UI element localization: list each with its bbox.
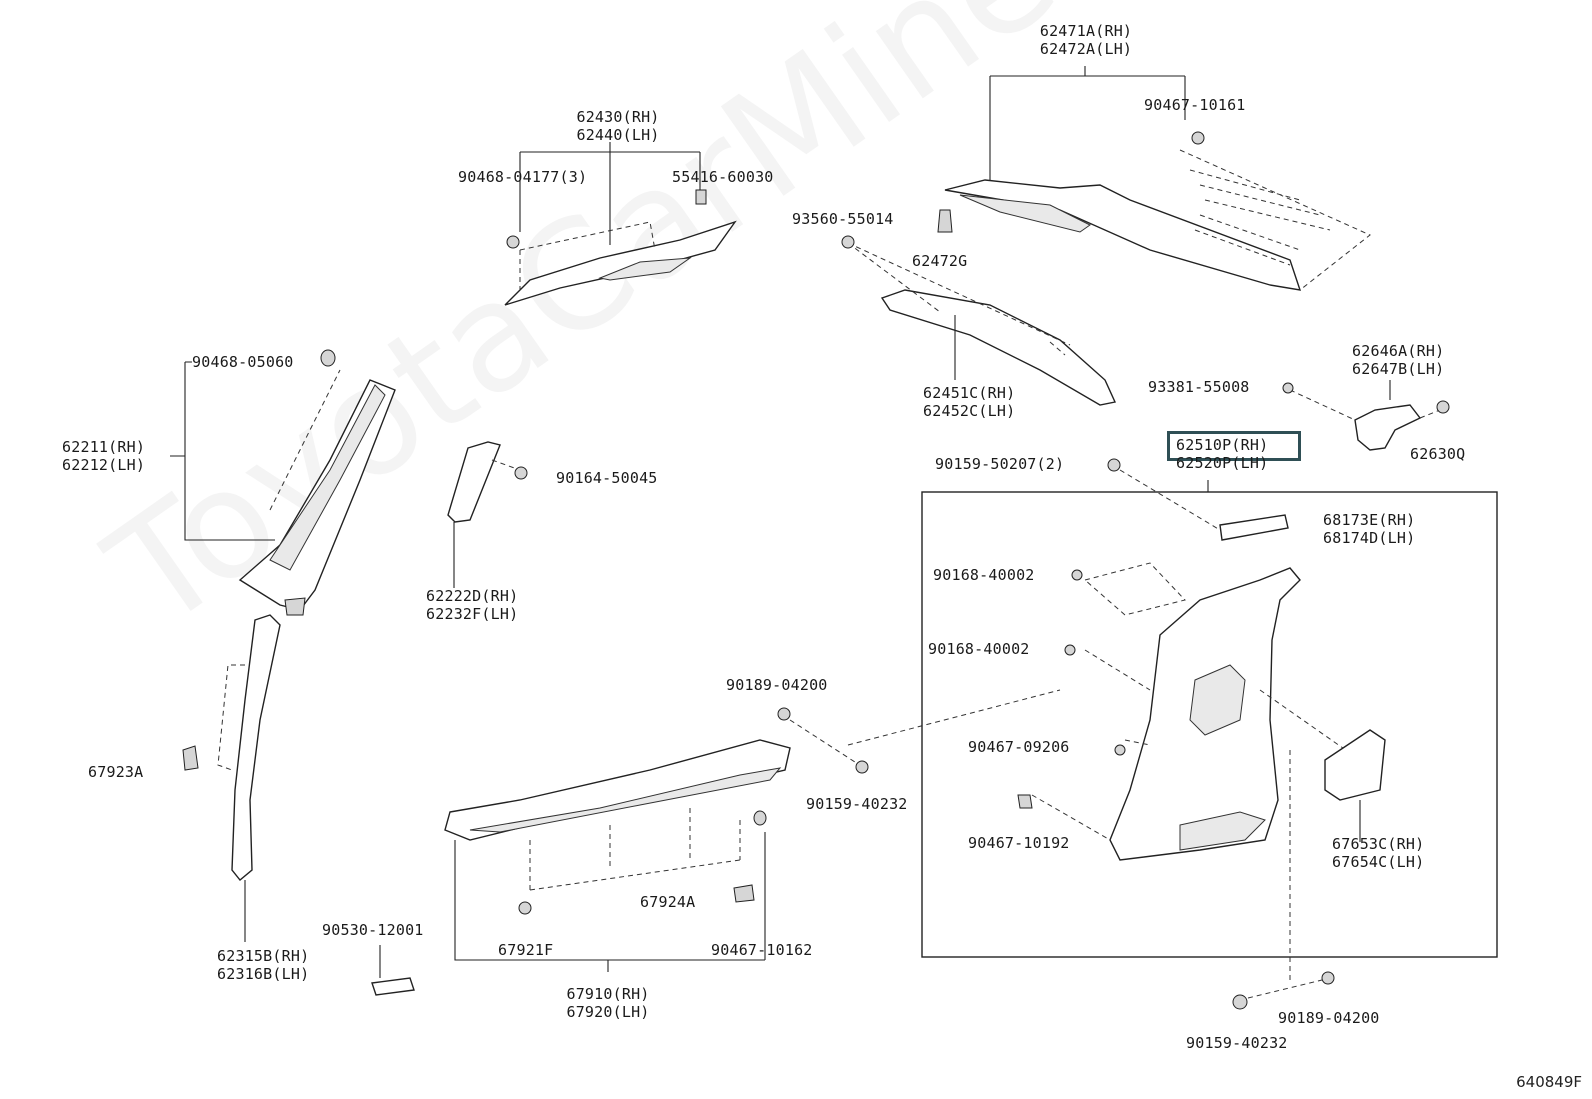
label-90189-04200-bot[interactable]: 90189-04200 (1278, 1009, 1380, 1027)
label-67920-lh[interactable]: 67920(LH) (566, 1003, 650, 1021)
part-62315B-lower-pillar[interactable] (182, 614, 281, 942)
part-62646A-bracket[interactable] (1282, 380, 1450, 451)
label-68173E-rh[interactable]: 68173E(RH) (1323, 511, 1416, 529)
label-67924A[interactable]: 67924A (640, 893, 696, 911)
label-90468-04177[interactable]: 90468-04177(3) (458, 168, 588, 186)
part-62430-garnish[interactable] (504, 142, 737, 306)
label-90159-40232-bot[interactable]: 90159-40232 (1186, 1034, 1288, 1052)
label-90467-10192[interactable]: 90467-10192 (968, 834, 1070, 852)
label-90168-40002-b[interactable]: 90168-40002 (928, 640, 1030, 658)
label-90159-50207[interactable]: 90159-50207(2) (935, 455, 1065, 473)
label-62315B-rh[interactable]: 62315B(RH) (217, 947, 310, 965)
label-62510P-rh[interactable]: 62510P(RH) (1176, 436, 1269, 454)
label-90159-40232-mid[interactable]: 90159-40232 (806, 795, 908, 813)
part-62471A-roof-side-trim[interactable] (944, 66, 1371, 291)
label-90164-50045[interactable]: 90164-50045 (556, 469, 658, 487)
fasteners-bottom-right[interactable] (1232, 971, 1335, 1010)
label-62430-rh[interactable]: 62430(RH) (576, 108, 660, 126)
part-62451C-pillar-trim[interactable] (841, 209, 1117, 406)
label-62211[interactable]: 62211(RH) 62212(LH) (62, 438, 145, 474)
label-67921F[interactable]: 67921F (498, 941, 554, 959)
label-62646A-rh[interactable]: 62646A(RH) (1352, 342, 1445, 360)
part-62222D-small-trim[interactable] (447, 441, 528, 588)
label-90468-05060[interactable]: 90468-05060 (192, 353, 294, 371)
label-90168-40002-a[interactable]: 90168-40002 (933, 566, 1035, 584)
label-62451C[interactable]: 62451C(RH) 62452C(LH) (923, 384, 1015, 420)
label-68173E[interactable]: 68173E(RH) 68174D(LH) (1323, 511, 1415, 547)
label-62232F-lh[interactable]: 62232F(LH) (426, 605, 519, 623)
label-62211-rh[interactable]: 62211(RH) (62, 438, 146, 456)
label-93560-55014[interactable]: 93560-55014 (792, 210, 894, 228)
part-62211-front-pillar[interactable] (170, 349, 396, 616)
label-62472G[interactable]: 62472G (912, 252, 968, 270)
label-62646A[interactable]: 62646A(RH) 62647B(LH) (1352, 342, 1444, 378)
label-62440-lh[interactable]: 62440(LH) (576, 126, 660, 144)
part-62510P-quarter-trim[interactable] (1017, 458, 1386, 980)
part-67910-scuff-plate[interactable] (444, 689, 1061, 972)
label-67910[interactable]: 67910(RH) 67920(LH) (566, 985, 649, 1021)
label-62212-lh[interactable]: 62212(LH) (62, 456, 146, 474)
label-93381-55008[interactable]: 93381-55008 (1148, 378, 1250, 396)
label-62222D[interactable]: 62222D(RH) 62232F(LH) (426, 587, 518, 623)
part-90530-pad[interactable] (371, 945, 415, 996)
label-90467-10162[interactable]: 90467-10162 (711, 941, 813, 959)
label-62222D-rh[interactable]: 62222D(RH) (426, 587, 519, 605)
label-62472A-lh[interactable]: 62472A(LH) (1039, 40, 1133, 58)
label-68174D-lh[interactable]: 68174D(LH) (1323, 529, 1416, 547)
label-90467-10161[interactable]: 90467-10161 (1144, 96, 1246, 114)
label-62510P[interactable]: 62510P(RH) 62520P(LH) (1176, 436, 1268, 472)
label-67654C-lh[interactable]: 67654C(LH) (1332, 853, 1425, 871)
label-90189-04200-top[interactable]: 90189-04200 (726, 676, 828, 694)
label-90530-12001[interactable]: 90530-12001 (322, 921, 424, 939)
label-62520P-lh[interactable]: 62520P(LH) (1176, 454, 1269, 472)
label-62451C-rh[interactable]: 62451C(RH) (923, 384, 1016, 402)
label-62452C-lh[interactable]: 62452C(LH) (923, 402, 1016, 420)
diagram-code: 640849F (1516, 1073, 1582, 1091)
label-67923A[interactable]: 67923A (88, 763, 144, 781)
label-62315B[interactable]: 62315B(RH) 62316B(LH) (217, 947, 309, 983)
label-62647B-lh[interactable]: 62647B(LH) (1352, 360, 1445, 378)
label-62471A-rh[interactable]: 62471A(RH) (1039, 22, 1133, 40)
label-62430[interactable]: 62430(RH) 62440(LH) (576, 108, 659, 144)
label-55416-60030[interactable]: 55416-60030 (672, 168, 774, 186)
label-67910-rh[interactable]: 67910(RH) (566, 985, 650, 1003)
assembly-box-62510P (921, 491, 1498, 958)
label-62471A[interactable]: 62471A(RH) 62472A(LH) (1040, 22, 1132, 58)
label-67653C-rh[interactable]: 67653C(RH) (1332, 835, 1425, 853)
label-67653C[interactable]: 67653C(RH) 67654C(LH) (1332, 835, 1424, 871)
label-90467-09206[interactable]: 90467-09206 (968, 738, 1070, 756)
label-62316B-lh[interactable]: 62316B(LH) (217, 965, 310, 983)
label-62630Q[interactable]: 62630Q (1410, 445, 1466, 463)
